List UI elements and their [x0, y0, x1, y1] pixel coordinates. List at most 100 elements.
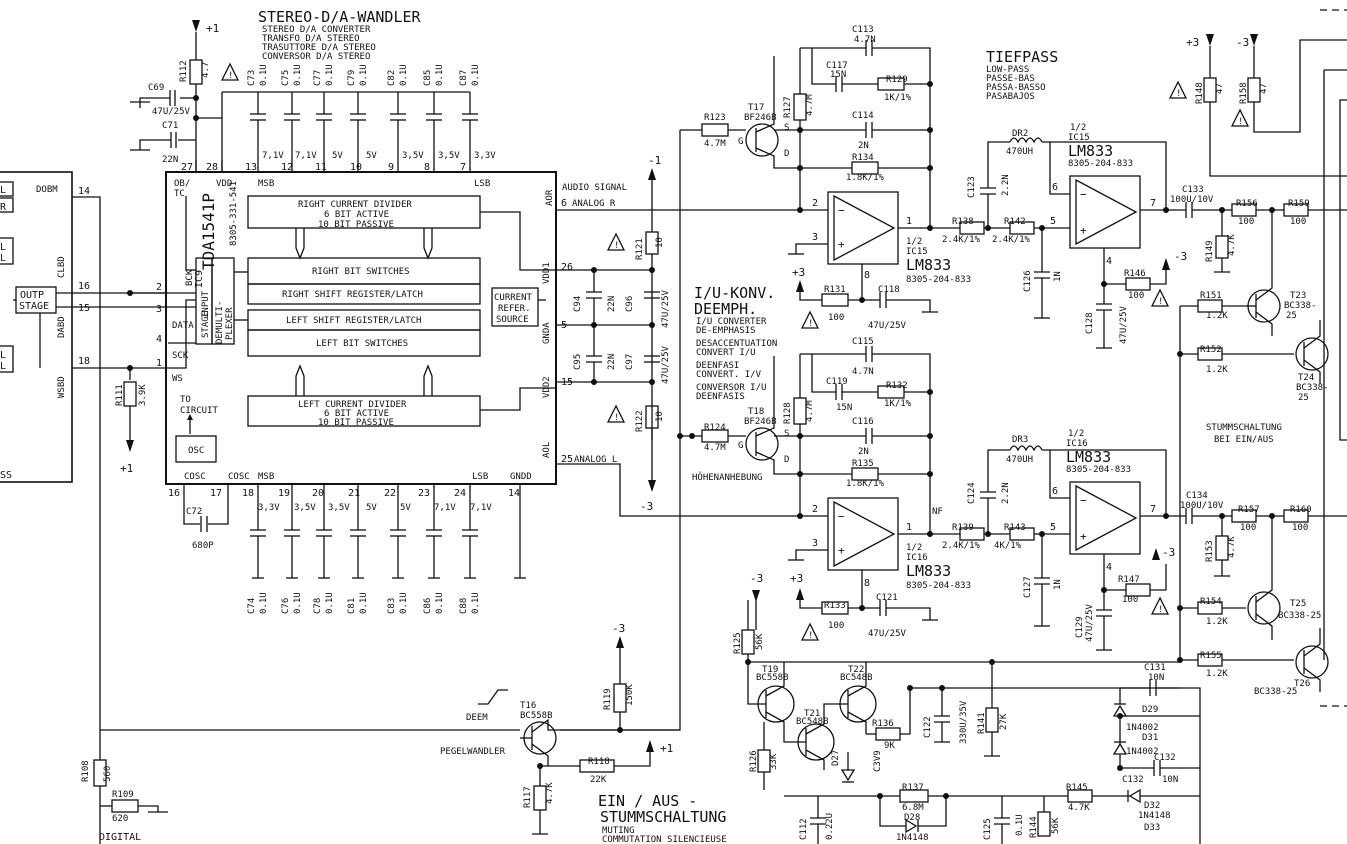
svg-text:5V: 5V	[366, 151, 377, 161]
svg-text:DOBM: DOBM	[36, 185, 58, 195]
svg-text:C118: C118	[878, 285, 900, 295]
svg-text:AUDIO SIGNAL: AUDIO SIGNAL	[562, 183, 627, 193]
svg-text:C133: C133	[1182, 185, 1204, 195]
svg-text:MSB: MSB	[258, 472, 274, 482]
svg-text:R144: R144	[1029, 816, 1039, 838]
svg-text:100U/10V: 100U/10V	[1170, 195, 1214, 205]
svg-text:RIGHT CURRENT DIVIDER: RIGHT CURRENT DIVIDER	[298, 200, 412, 210]
cap-value-label: 0.1U	[399, 64, 409, 86]
svg-text:BCK: BCK	[185, 269, 195, 286]
demultiplexer-block	[211, 257, 235, 345]
svg-text:C119: C119	[826, 377, 848, 387]
svg-text:R119: R119	[603, 688, 613, 710]
left-bit-switches	[247, 329, 481, 357]
svg-text:4.7N: 4.7N	[854, 35, 876, 45]
svg-text:R141: R141	[977, 712, 987, 734]
svg-text:R154: R154	[1200, 597, 1222, 607]
svg-text:DR3: DR3	[1012, 435, 1028, 445]
svg-text:!: !	[808, 631, 813, 641]
svg-text:22N: 22N	[607, 354, 617, 370]
svg-text:4.7K: 4.7K	[1227, 234, 1237, 256]
cap-value-label: 0.1U	[435, 64, 445, 86]
svg-text:7,1V: 7,1V	[470, 503, 492, 513]
svg-text:330U/35V: 330U/35V	[959, 700, 969, 744]
left-fragment: L R L L L L SS OUTP STAGE DOBM CLBD DABD…	[0, 171, 168, 844]
cap-ref-label: C79	[347, 70, 357, 86]
svg-text:8305-204-833: 8305-204-833	[1066, 465, 1131, 475]
svg-text:BEI EIN/AUS: BEI EIN/AUS	[1214, 435, 1274, 445]
svg-text:ANALOG R: ANALOG R	[572, 199, 616, 209]
svg-text:3,5V: 3,5V	[438, 151, 460, 161]
svg-text:R124: R124	[704, 423, 726, 433]
svg-text:C112: C112	[799, 818, 809, 840]
svg-text:7: 7	[1150, 198, 1156, 209]
svg-text:DEEMPH.: DEEMPH.	[694, 300, 757, 318]
cap-value-label: 0.1U	[471, 64, 481, 86]
svg-text:R135: R135	[852, 459, 874, 469]
mid-supply: -1 R121 10 ! C94 22N C96 47U/25V C95 22N…	[556, 154, 671, 513]
svg-text:STEREO D/A CONVERTER: STEREO D/A CONVERTER	[262, 25, 371, 35]
svg-text:4: 4	[1106, 562, 1112, 573]
svg-text:C126: C126	[1023, 270, 1033, 292]
svg-text:-3: -3	[750, 572, 763, 585]
cap-ref-label: C86	[423, 598, 433, 614]
svg-text:C95: C95	[573, 354, 583, 370]
svg-text:R111: R111	[115, 384, 125, 406]
svg-text:REFER.: REFER.	[498, 304, 531, 314]
svg-text:CONVERT I/U: CONVERT I/U	[696, 348, 756, 358]
svg-text:G: G	[738, 137, 743, 147]
svg-text:21: 21	[348, 488, 360, 499]
t17-jfet	[745, 123, 779, 157]
svg-text:D29: D29	[1142, 705, 1158, 715]
svg-text:C3V9: C3V9	[873, 750, 883, 772]
cap-ref-label: C82	[387, 70, 397, 86]
svg-text:25: 25	[1298, 393, 1309, 403]
svg-text:2.4K/1%: 2.4K/1%	[942, 541, 981, 551]
svg-text:+3: +3	[790, 572, 803, 585]
cap-ref-label: C78	[313, 598, 323, 614]
svg-text:100: 100	[828, 621, 844, 631]
svg-text:4.7K: 4.7K	[545, 782, 555, 804]
svg-text:R108: R108	[81, 760, 91, 782]
svg-text:7: 7	[1150, 504, 1156, 515]
svg-text:24: 24	[454, 488, 466, 499]
svg-text:BC338-25: BC338-25	[1278, 611, 1321, 621]
svg-text:1/2: 1/2	[1068, 429, 1084, 439]
svg-text:L: L	[0, 361, 6, 372]
cap-value-label: 0.1U	[325, 64, 335, 86]
svg-text:BC338-25: BC338-25	[1254, 687, 1297, 697]
svg-text:56K: 56K	[755, 633, 765, 650]
svg-text:C122: C122	[923, 716, 933, 738]
svg-text:SOURCE: SOURCE	[496, 315, 529, 325]
svg-text:18: 18	[242, 488, 254, 499]
svg-text:BF246B: BF246B	[744, 417, 777, 427]
svg-text:-3: -3	[1174, 250, 1187, 263]
svg-text:3,3V: 3,3V	[474, 151, 496, 161]
svg-text:COSC: COSC	[228, 472, 250, 482]
svg-text:1.2K: 1.2K	[1206, 311, 1228, 321]
cap-ref-label: C83	[387, 598, 397, 614]
svg-text:3,3V: 3,3V	[258, 503, 280, 513]
svg-text:D27: D27	[831, 750, 841, 766]
svg-text:IC16: IC16	[906, 553, 928, 563]
svg-text:C72: C72	[186, 507, 202, 517]
svg-text:1: 1	[156, 358, 162, 369]
svg-text:DEENFASI: DEENFASI	[696, 361, 739, 371]
svg-text:4.7M: 4.7M	[704, 139, 726, 149]
svg-text:CURRENT: CURRENT	[494, 293, 533, 303]
svg-text:C132: C132	[1154, 753, 1176, 763]
svg-text:10N: 10N	[1148, 673, 1164, 683]
svg-text:EIN / AUS -: EIN / AUS -	[598, 792, 697, 810]
ic9-tda1541: 27 28 OB/ TC VDD MSB LSB 13 12 11 10 9 8…	[156, 151, 627, 579]
svg-text:1.2K: 1.2K	[1206, 365, 1228, 375]
svg-text:47U/25V: 47U/25V	[661, 345, 671, 384]
ic9-name: TDA1541P	[199, 193, 218, 270]
svg-text:1K/1%: 1K/1%	[884, 93, 912, 103]
svg-text:4.7M: 4.7M	[805, 94, 815, 116]
svg-text:R117: R117	[523, 786, 533, 808]
cap-value-label: 0.1U	[359, 592, 369, 614]
svg-text:I/U CONVERTER: I/U CONVERTER	[696, 317, 767, 327]
svg-text:S: S	[784, 429, 789, 439]
svg-text:100: 100	[1290, 217, 1306, 227]
svg-text:0.22U: 0.22U	[825, 813, 835, 840]
